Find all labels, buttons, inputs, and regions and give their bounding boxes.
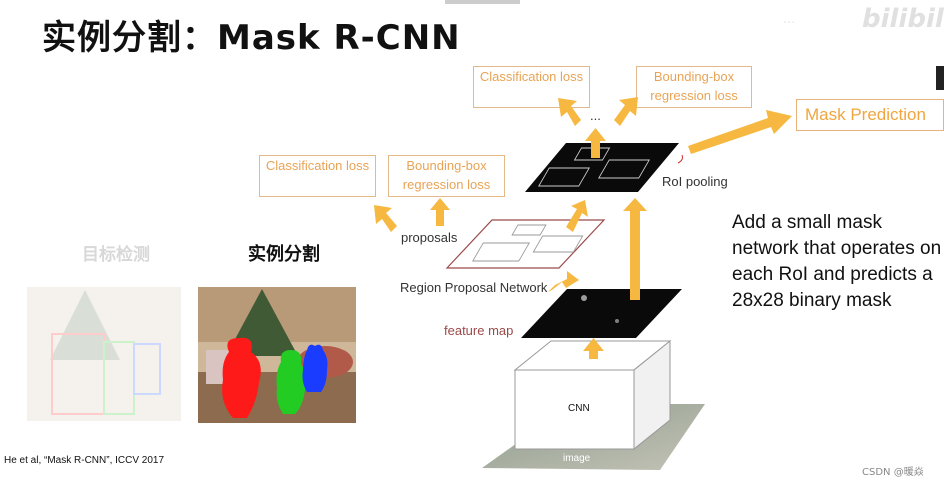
roi-red-mark xyxy=(677,154,683,164)
feature-map xyxy=(521,289,682,338)
ellipsis-label: ... xyxy=(590,108,601,123)
top-classification-loss-label: Classification loss xyxy=(479,69,584,84)
feature-map-label: feature map xyxy=(444,323,514,338)
slide-title: 实例分割：Mask R-CNN xyxy=(42,18,461,58)
rpn-label: Region Proposal Network xyxy=(400,280,548,295)
arrow-feature-to-rpn xyxy=(548,271,579,292)
arrow-cnn-to-feature xyxy=(583,338,604,359)
detection-image xyxy=(27,287,181,421)
proposals-label: proposals xyxy=(401,230,458,245)
watermark-text: ... xyxy=(783,12,796,27)
feature-spot xyxy=(615,319,619,323)
proposals-plane xyxy=(445,219,606,269)
top-bbox-loss-label: Bounding-box regression loss xyxy=(650,69,738,103)
instance-seg-image xyxy=(198,287,356,423)
arrow-to-top-bbox xyxy=(614,97,638,126)
bilibili-logo: bilibili xyxy=(862,4,944,34)
roi-box xyxy=(538,167,590,187)
side-tab[interactable] xyxy=(936,66,944,90)
detection-label: 目标检测 xyxy=(82,245,150,265)
arrow-to-mask xyxy=(688,110,792,154)
mid-classification-loss-box: Classification loss xyxy=(259,155,376,197)
csdn-watermark: CSDN @暖焱 xyxy=(862,467,924,478)
mid-bbox-loss-label: Bounding-box regression loss xyxy=(402,158,491,192)
citation: He et al, “Mask R-CNN”, ICCV 2017 xyxy=(4,455,165,466)
proposal-box xyxy=(472,242,530,262)
image-label: image xyxy=(563,453,591,464)
arrow-proposals-to-roi xyxy=(566,200,588,232)
arrow-roi-up xyxy=(585,128,606,158)
arrow-feature-to-roi xyxy=(623,198,647,300)
mask-prediction-box: Mask Prediction xyxy=(796,99,944,131)
description-text: Add a small mask network that operates o… xyxy=(732,212,942,311)
roi-plane xyxy=(525,143,679,192)
roi-box xyxy=(598,159,650,179)
roi-pooling-label: RoI pooling xyxy=(662,174,728,189)
cnn-label: CNN xyxy=(568,403,590,414)
arrow-to-top-cls xyxy=(558,98,581,126)
arrow-to-mid-cls xyxy=(374,205,397,232)
cnn-cube-front xyxy=(514,369,635,450)
top-bbox-loss-box: Bounding-box regression loss xyxy=(636,66,752,108)
flow-arrows xyxy=(374,97,792,359)
proposal-box xyxy=(532,235,584,253)
arrow-to-mid-bbox xyxy=(430,198,450,226)
proposal-box xyxy=(511,224,547,236)
mid-classification-loss-label: Classification loss xyxy=(265,158,370,173)
feature-spot xyxy=(581,295,587,301)
mask-prediction-label: Mask Prediction xyxy=(805,105,926,124)
top-window-bar xyxy=(445,0,520,4)
instance-seg-label: 实例分割 xyxy=(248,244,320,265)
mid-bbox-loss-box: Bounding-box regression loss xyxy=(388,155,505,197)
